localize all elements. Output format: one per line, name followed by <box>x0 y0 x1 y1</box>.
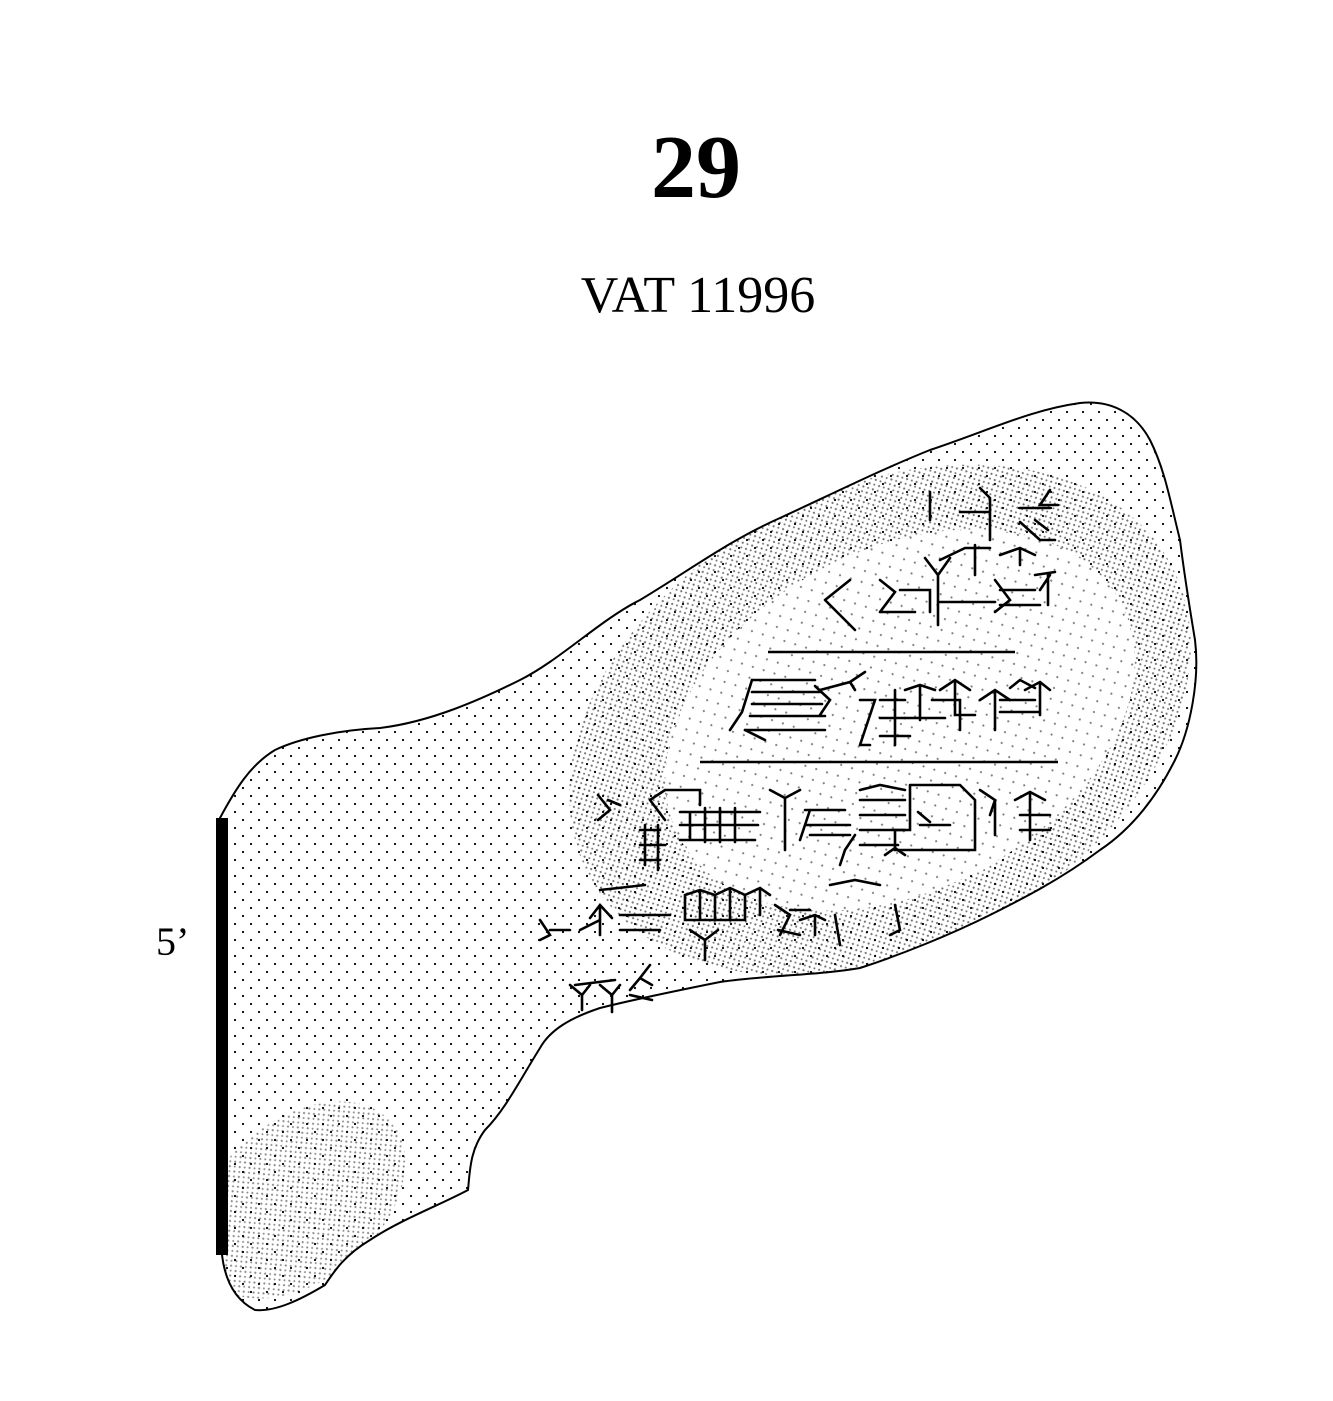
cuneiform-line-1 <box>823 486 1060 632</box>
cuneiform-line-2 <box>728 670 1052 747</box>
cuneiform-line-4 <box>538 878 902 962</box>
plate-number: 29 <box>651 118 741 217</box>
stipple-shading <box>220 464 1191 1299</box>
tablet-edge <box>216 818 228 1255</box>
museum-number: VAT 11996 <box>580 267 816 324</box>
line-label-5: 5’ <box>156 919 190 964</box>
cuneiform-line-3 <box>596 783 1052 872</box>
cuneiform-line-5 <box>568 963 654 1014</box>
